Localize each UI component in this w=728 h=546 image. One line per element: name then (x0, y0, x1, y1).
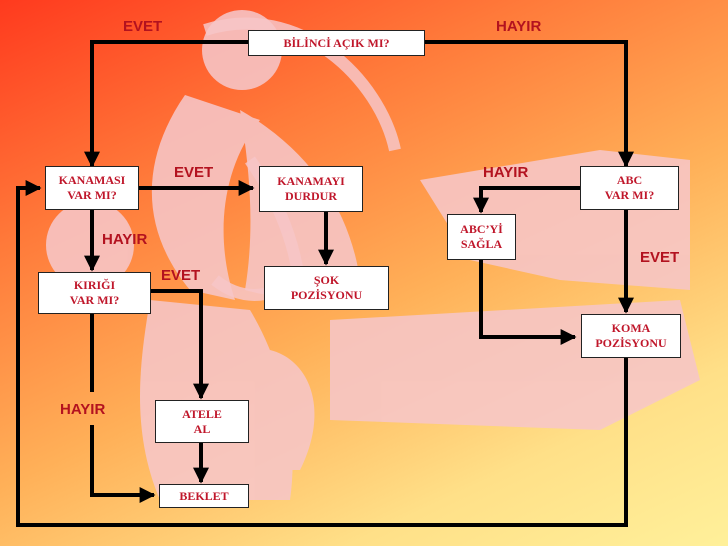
node-kanamayi-durdur: KANAMAYI DURDUR (259, 166, 363, 212)
node-beklet: BEKLET (159, 484, 249, 508)
connector-bilinci-to-kanamasi (84, 40, 248, 168)
label-hayir-abc: HAYIR (483, 164, 529, 181)
node-bilinci-acik-mi: BİLİNCİ AÇIK MI? (248, 30, 425, 56)
connector-abc-to-abcyi (473, 186, 580, 214)
label-evet-kanama: EVET (174, 164, 214, 181)
node-abc-var-mi: ABC VAR MI? (580, 166, 679, 210)
connector-kirigi-to-atele (151, 289, 209, 400)
label-evet-bilinci: EVET (123, 18, 163, 35)
label-evet-abc: EVET (640, 249, 680, 266)
node-kirigi-var-mi: KIRIĞI VAR MI? (38, 272, 151, 314)
label-hayir-kanama: HAYIR (102, 231, 148, 248)
node-koma-pozisyonu: KOMA POZİSYONU (581, 314, 681, 358)
node-atele-al: ATELE AL (155, 400, 249, 443)
connector-bilinci-to-abc (425, 40, 634, 168)
label-evet-kirik: EVET (161, 267, 201, 284)
node-abcyi-sagla: ABC’Yİ SAĞLA (447, 214, 516, 260)
label-hayir-bilinci: HAYIR (496, 18, 542, 35)
label-hayir-kirik: HAYIR (60, 401, 106, 418)
connector-abcyi-to-koma (479, 260, 577, 345)
node-kanamasi-var-mi: KANAMASI VAR MI? (45, 166, 139, 210)
connector-koma-loop-to-kanamasi (16, 180, 628, 527)
connector-hayir-to-beklet (90, 425, 156, 503)
node-sok-pozisyonu: ŞOK POZİSYONU (264, 266, 389, 310)
